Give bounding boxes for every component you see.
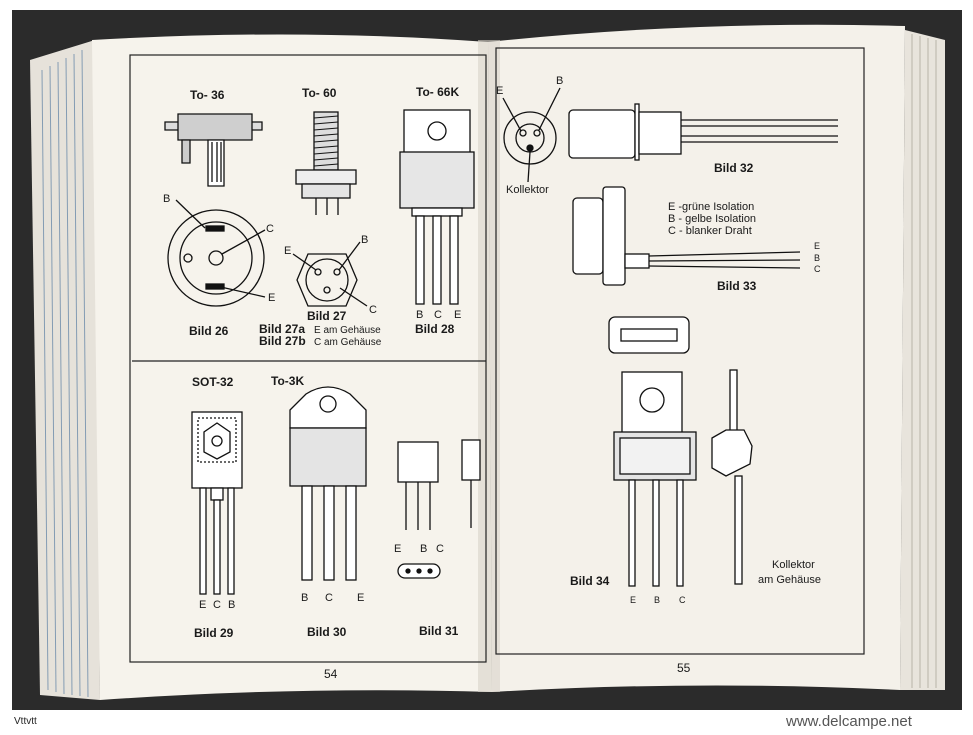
bild31-pin-e: E	[394, 543, 401, 555]
bild26-pin-e: E	[268, 292, 275, 304]
site-watermark: www.delcampe.net	[785, 713, 913, 730]
bild32-drawing	[502, 87, 838, 183]
to36-bottom-drawing	[167, 199, 266, 307]
caption-bild29: Bild 29	[194, 626, 234, 640]
bild33-pin-b: B	[814, 253, 820, 263]
am-gehaeuse-label: am Gehäuse	[758, 574, 821, 586]
legend-line-c: C - blanker Draht	[668, 225, 752, 237]
page-edges-right	[900, 30, 945, 690]
bild34-pin-b: B	[654, 595, 660, 605]
bild31-pin-c: C	[436, 543, 444, 555]
caption-bild32: Bild 32	[714, 161, 754, 175]
bild33-pin-e: E	[814, 241, 820, 251]
left-frame	[129, 54, 487, 663]
right-page	[488, 24, 905, 692]
caption-bild34: Bild 34	[570, 574, 610, 588]
bild31-drawing	[397, 439, 481, 579]
bild27-pin-e: E	[284, 245, 291, 257]
bild28-pin-c: C	[434, 309, 442, 321]
caption-bild27b: Bild 27b	[259, 334, 306, 348]
bild34-pin-e: E	[630, 595, 636, 605]
sot32-drawing	[191, 411, 243, 595]
bild34-drawing	[608, 316, 753, 587]
legend-line-b: B - gelbe Isolation	[668, 213, 756, 225]
to3k-drawing	[289, 386, 367, 581]
legend-line-e: E -grüne Isolation	[668, 201, 754, 213]
package-label-to66k: To- 66K	[416, 85, 459, 99]
kollektor-case-label: Kollektor	[772, 559, 815, 571]
bottom-strip	[0, 710, 973, 730]
package-label-to60: To- 60	[302, 86, 337, 100]
caption-bild30: Bild 30	[307, 625, 347, 639]
bild34-pin-c: C	[679, 595, 686, 605]
package-label-to36: To- 36	[190, 88, 225, 102]
bild33-drawing	[572, 186, 801, 286]
caption-bild26: Bild 26	[189, 324, 229, 338]
gutter-shadow	[478, 40, 500, 692]
kollektor-label: Kollektor	[506, 184, 549, 196]
bild32-pin-b: B	[556, 75, 563, 87]
page-edges-left	[30, 40, 100, 700]
bild29-pin-b: B	[228, 599, 235, 611]
caption-bild27: Bild 27	[307, 309, 347, 323]
bild26-pin-b: B	[163, 193, 170, 205]
bild29-pin-c: C	[213, 599, 221, 611]
bild30-pin-c: C	[325, 592, 333, 604]
bild33-pin-c: C	[814, 264, 821, 274]
bild27b-note: C am Gehäuse	[314, 337, 382, 348]
bild29-pin-e: E	[199, 599, 206, 611]
caption-bild27a: Bild 27a	[259, 322, 305, 336]
package-label-sot32: SOT-32	[192, 375, 234, 389]
package-label-to3k: To-3K	[271, 374, 304, 388]
bild27-pin-c: C	[369, 304, 377, 316]
caption-bild31: Bild 31	[419, 624, 459, 638]
bild26-pin-c: C	[266, 223, 274, 235]
to60-side-drawing	[295, 111, 357, 215]
right-page-number: 55	[677, 661, 691, 675]
bild28-pin-e: E	[454, 309, 461, 321]
corner-mark: Vttvtt	[14, 716, 37, 727]
bild30-pin-b: B	[301, 592, 308, 604]
bild27-pin-b: B	[361, 234, 368, 246]
bild31-pin-b: B	[420, 543, 427, 555]
right-frame	[495, 47, 865, 655]
bild27a-note: E am Gehäuse	[314, 325, 381, 336]
to60-bottom-drawing	[292, 241, 368, 307]
to36-side-drawing	[164, 113, 263, 187]
caption-bild28: Bild 28	[415, 322, 455, 336]
bild28-pin-b: B	[416, 309, 423, 321]
left-page	[92, 34, 492, 700]
to66k-drawing	[399, 109, 475, 305]
caption-bild33: Bild 33	[717, 279, 757, 293]
left-page-number: 54	[324, 667, 338, 681]
bild30-pin-e: E	[357, 592, 364, 604]
bild32-pin-e: E	[496, 85, 503, 97]
